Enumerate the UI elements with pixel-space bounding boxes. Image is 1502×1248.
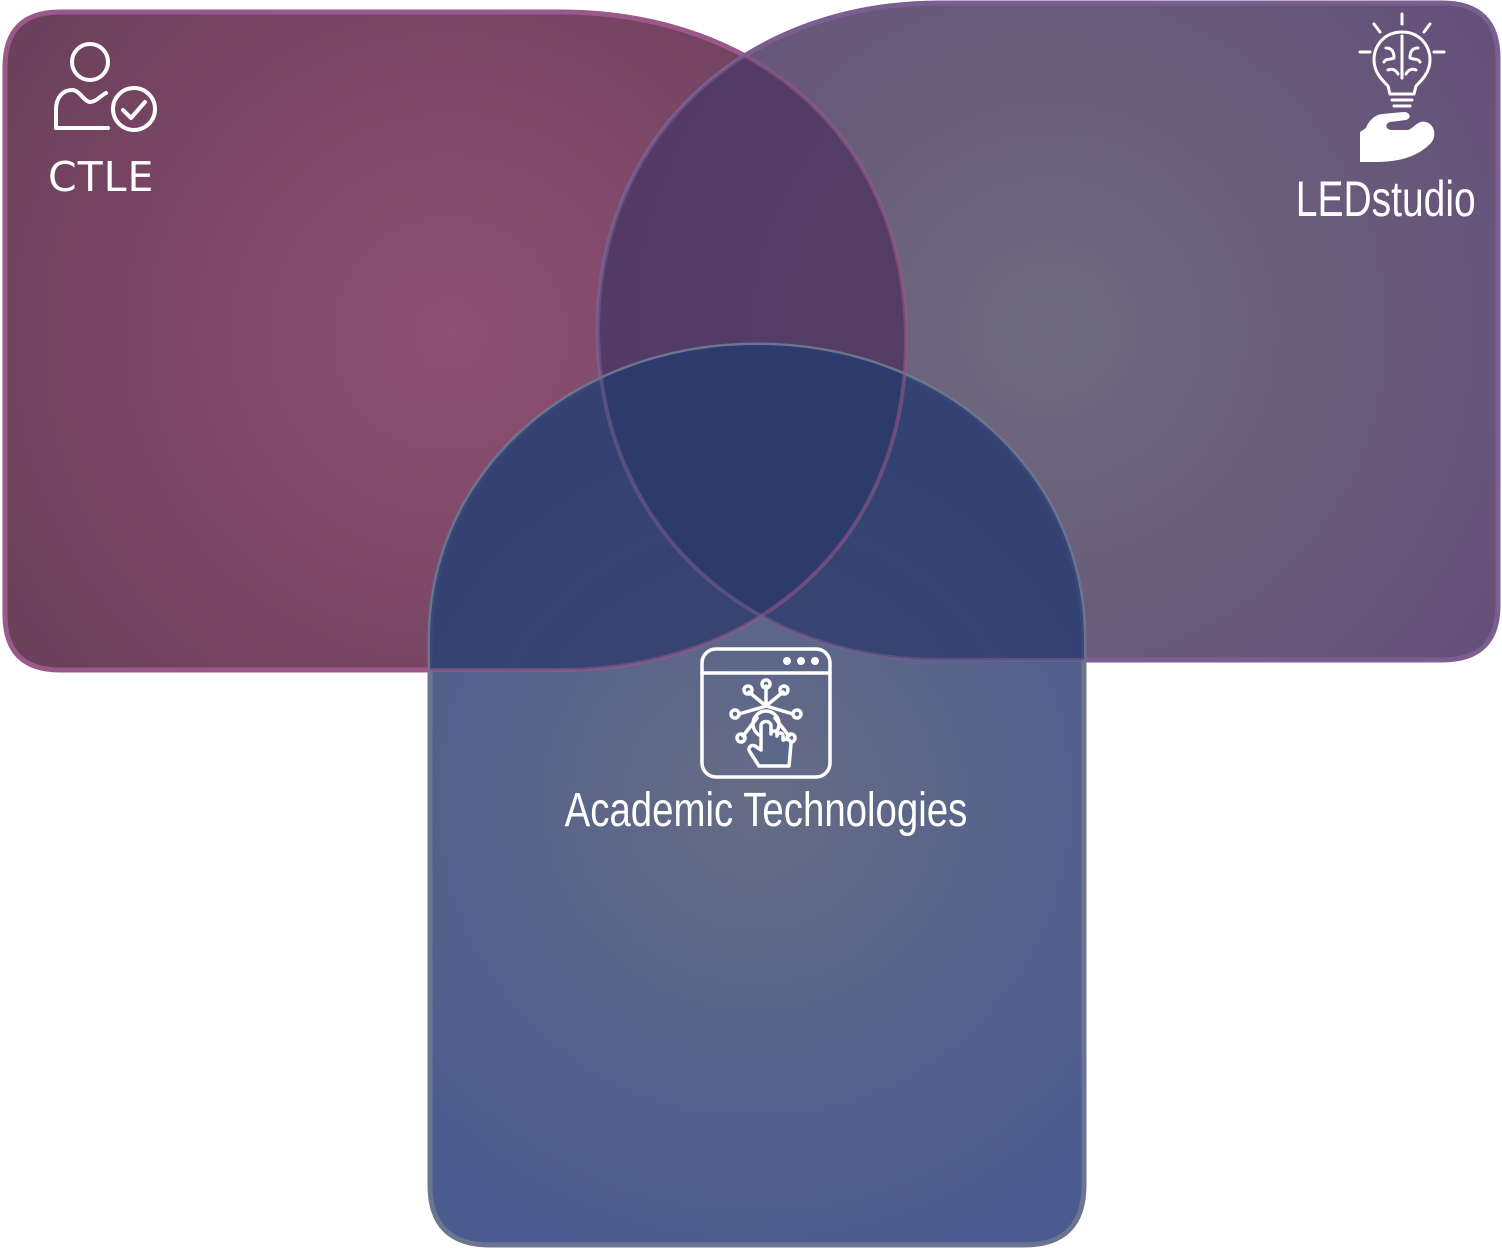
browser-touch-network-icon xyxy=(700,647,832,779)
ctle-label: CTLE xyxy=(48,153,155,201)
lightbulb-brain-hand-icon xyxy=(1358,12,1446,162)
academic-technologies-label: Academic Technologies xyxy=(564,784,968,837)
person-check-icon xyxy=(54,42,157,132)
ledstudio-label: LEDstudio xyxy=(1296,171,1476,227)
